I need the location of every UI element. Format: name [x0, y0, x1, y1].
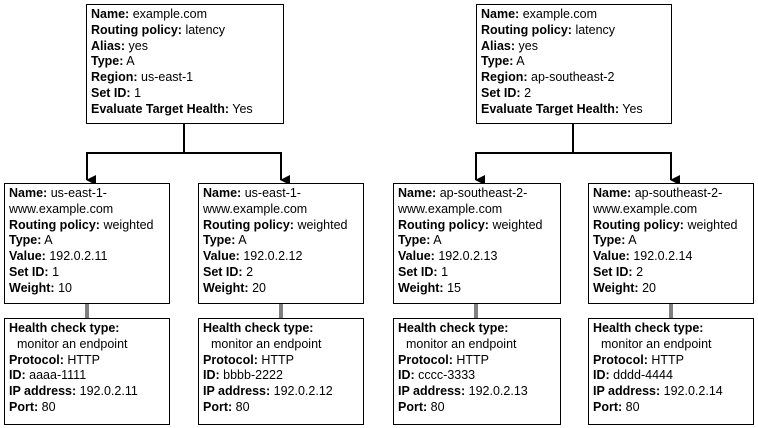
weighted-type-line: Type: A	[9, 233, 53, 248]
weighted-name-line: Name: ap-southeast-2-	[593, 186, 723, 200]
health-check-port-line: Port: 80	[398, 399, 445, 414]
record-region-line: Region: us-east-1	[91, 70, 194, 85]
health-check-bbbb-2222: Health check type: monitor an endpoint P…	[198, 318, 364, 425]
weighted-record-192-0-2-11: Name: us-east-1- www.example.com Routing…	[4, 183, 170, 304]
weighted-record-192-0-2-14: Name: ap-southeast-2- www.example.com Ro…	[588, 183, 754, 304]
health-check-protocol-line: Protocol: HTTP	[398, 352, 489, 367]
weighted-type-line: Type: A	[593, 233, 637, 248]
health-check-type-value: monitor an endpoint	[406, 336, 517, 351]
weighted-name-line-2: www.example.com	[203, 201, 308, 216]
health-check-type-label: Health check type:	[593, 321, 704, 335]
record-name-line: Name: example.com	[91, 7, 208, 21]
weighted-value-line: Value: 192.0.2.13	[398, 249, 498, 264]
weighted-weight-line: Weight: 15	[398, 280, 461, 295]
health-check-type-label: Health check type:	[9, 321, 120, 335]
weighted-name-line: Name: us-east-1-	[203, 186, 301, 200]
record-region-line: Region: ap-southeast-2	[481, 70, 615, 85]
record-type-line: Type: A	[481, 54, 525, 69]
weighted-value-line: Value: 192.0.2.14	[593, 249, 693, 264]
weighted-name-line: Name: ap-southeast-2-	[398, 186, 528, 200]
health-check-protocol-line: Protocol: HTTP	[9, 352, 100, 367]
latency-record-us-east-1: Name: example.com Routing policy: latenc…	[86, 4, 284, 124]
health-check-aaaa-1111: Health check type: monitor an endpoint P…	[4, 318, 170, 425]
record-alias-line: Alias: yes	[91, 38, 148, 53]
weighted-record-192-0-2-12: Name: us-east-1- www.example.com Routing…	[198, 183, 364, 304]
record-type-line: Type: A	[91, 54, 135, 69]
weighted-set-id-line: Set ID: 2	[203, 264, 254, 279]
weighted-set-id-line: Set ID: 1	[9, 264, 60, 279]
record-alias-line: Alias: yes	[481, 38, 538, 53]
weighted-value-line: Value: 192.0.2.12	[203, 249, 303, 264]
record-set-id-line: Set ID: 1	[91, 85, 142, 100]
health-check-type-label: Health check type:	[203, 321, 314, 335]
health-check-cccc-3333: Health check type: monitor an endpoint P…	[393, 318, 561, 425]
weighted-record-192-0-2-13: Name: ap-southeast-2- www.example.com Ro…	[393, 183, 561, 304]
weighted-name-line-2: www.example.com	[593, 201, 698, 216]
latency-record-ap-southeast-2: Name: example.com Routing policy: latenc…	[476, 4, 672, 124]
weighted-routing-policy-line: Routing policy: weighted	[9, 217, 154, 232]
weighted-routing-policy-line: Routing policy: weighted	[203, 217, 348, 232]
health-check-type-value: monitor an endpoint	[17, 336, 128, 351]
health-check-dddd-4444: Health check type: monitor an endpoint P…	[588, 318, 754, 425]
record-evaluate-target-health-line: Evaluate Target Health: Yes	[91, 101, 253, 116]
health-check-ip-line: IP address: 192.0.2.14	[593, 384, 723, 399]
weighted-weight-line: Weight: 10	[9, 280, 72, 295]
weighted-name-line: Name: us-east-1-	[9, 186, 107, 200]
health-check-ip-line: IP address: 192.0.2.12	[203, 384, 333, 399]
weighted-name-line-2: www.example.com	[398, 201, 503, 216]
weighted-routing-policy-line: Routing policy: weighted	[593, 217, 738, 232]
weighted-type-line: Type: A	[398, 233, 442, 248]
health-check-id-line: ID: cccc-3333	[398, 368, 476, 383]
health-check-protocol-line: Protocol: HTTP	[593, 352, 684, 367]
health-check-id-line: ID: dddd-4444	[593, 368, 673, 383]
weighted-name-line-2: www.example.com	[9, 201, 114, 216]
health-check-port-line: Port: 80	[203, 399, 250, 414]
health-check-id-line: ID: aaaa-1111	[9, 368, 87, 383]
health-check-port-line: Port: 80	[593, 399, 640, 414]
record-name-line: Name: example.com	[481, 7, 598, 21]
health-check-type-value: monitor an endpoint	[601, 336, 712, 351]
weighted-weight-line: Weight: 20	[203, 280, 266, 295]
record-set-id-line: Set ID: 2	[481, 85, 532, 100]
weighted-set-id-line: Set ID: 2	[593, 264, 644, 279]
health-check-protocol-line: Protocol: HTTP	[203, 352, 294, 367]
health-check-ip-line: IP address: 192.0.2.11	[9, 384, 138, 399]
weighted-set-id-line: Set ID: 1	[398, 264, 449, 279]
health-check-port-line: Port: 80	[9, 399, 56, 414]
record-routing-policy-line: Routing policy: latency	[481, 22, 616, 37]
weighted-routing-policy-line: Routing policy: weighted	[398, 217, 543, 232]
health-check-type-value: monitor an endpoint	[211, 336, 322, 351]
weighted-value-line: Value: 192.0.2.11	[9, 249, 108, 264]
record-routing-policy-line: Routing policy: latency	[91, 22, 226, 37]
weighted-weight-line: Weight: 20	[593, 280, 656, 295]
weighted-type-line: Type: A	[203, 233, 247, 248]
health-check-id-line: ID: bbbb-2222	[203, 368, 283, 383]
record-evaluate-target-health-line: Evaluate Target Health: Yes	[481, 101, 643, 116]
health-check-ip-line: IP address: 192.0.2.13	[398, 384, 528, 399]
health-check-type-label: Health check type:	[398, 321, 509, 335]
